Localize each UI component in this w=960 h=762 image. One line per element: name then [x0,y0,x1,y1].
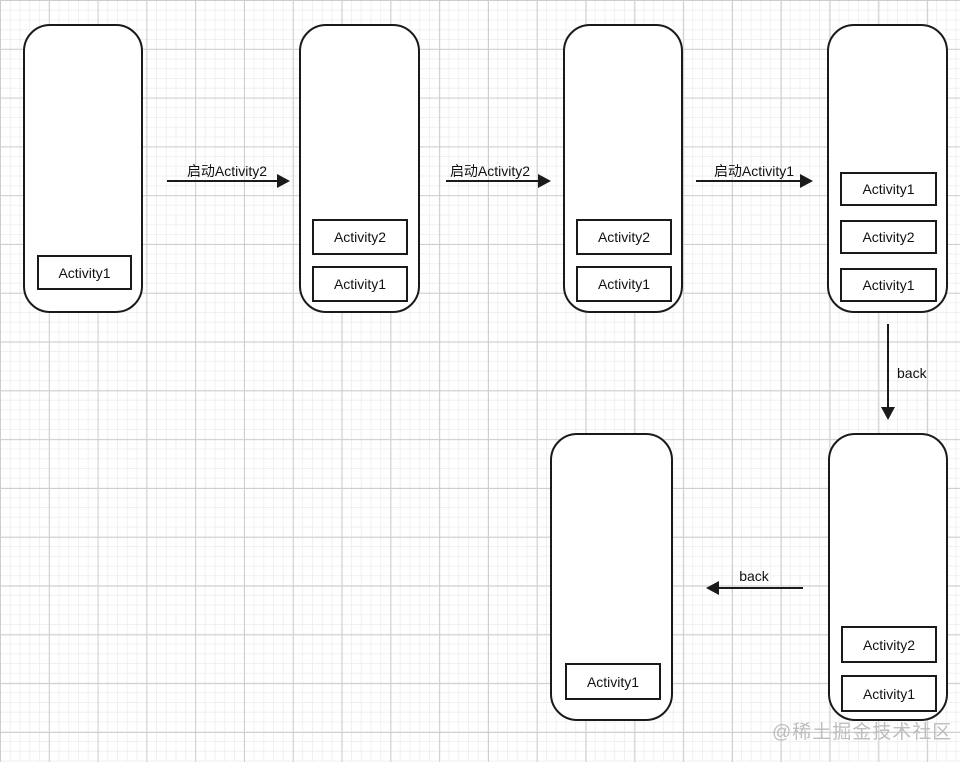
phone-frame-3: Activity2 Activity1 [563,24,683,313]
arrow-label-back: back [739,568,769,584]
arrow-label-back: back [897,365,927,381]
phone-frame-4: Activity1 Activity2 Activity1 [827,24,948,313]
arrow-head-left-icon [706,581,719,595]
activity-box: Activity1 [312,266,408,302]
activity-label: Activity1 [586,673,640,690]
activity-label: Activity1 [862,685,916,702]
arrow-head-right-icon [538,174,551,188]
activity-box: Activity1 [840,268,937,302]
phone-frame-5: Activity2 Activity1 [828,433,948,721]
activity-label: Activity1 [333,276,387,292]
activity-box: Activity2 [840,220,937,254]
activity-label: Activity1 [58,264,111,281]
arrow-shaft [446,180,538,182]
arrow-head-down-icon [881,407,895,420]
activity-label: Activity2 [333,229,387,245]
activity-label: Activity2 [862,229,915,245]
arrow-head-right-icon [277,174,290,188]
activity-label: Activity1 [862,277,915,293]
activity-label: Activity1 [597,276,651,292]
phone-frame-2: Activity2 Activity1 [299,24,420,313]
activity-box: Activity1 [841,675,937,712]
arrow-shaft [887,324,889,408]
activity-box: Activity2 [576,219,672,255]
activity-box: Activity1 [37,255,132,290]
arrow-label-launch-activity2: 启动Activity2 [186,163,268,179]
activity-label: Activity2 [862,636,916,653]
arrow-shaft [167,180,278,182]
arrow-shaft [719,587,803,589]
arrow-head-right-icon [800,174,813,188]
activity-box: Activity1 [565,663,661,700]
activity-label: Activity2 [597,229,651,245]
arrow-shaft [696,180,800,182]
arrow-label-launch-activity1: 启动Activity1 [713,163,795,179]
activity-box: Activity2 [312,219,408,255]
watermark: @稀土掘金技术社区 [772,722,953,743]
activity-box: Activity1 [840,172,937,206]
phone-frame-1: Activity1 [23,24,143,313]
activity-label: Activity1 [862,181,915,197]
activity-box: Activity1 [576,266,672,302]
activity-box: Activity2 [841,626,937,663]
arrow-label-launch-activity2: 启动Activity2 [449,163,531,179]
phone-frame-6: Activity1 [550,433,673,721]
